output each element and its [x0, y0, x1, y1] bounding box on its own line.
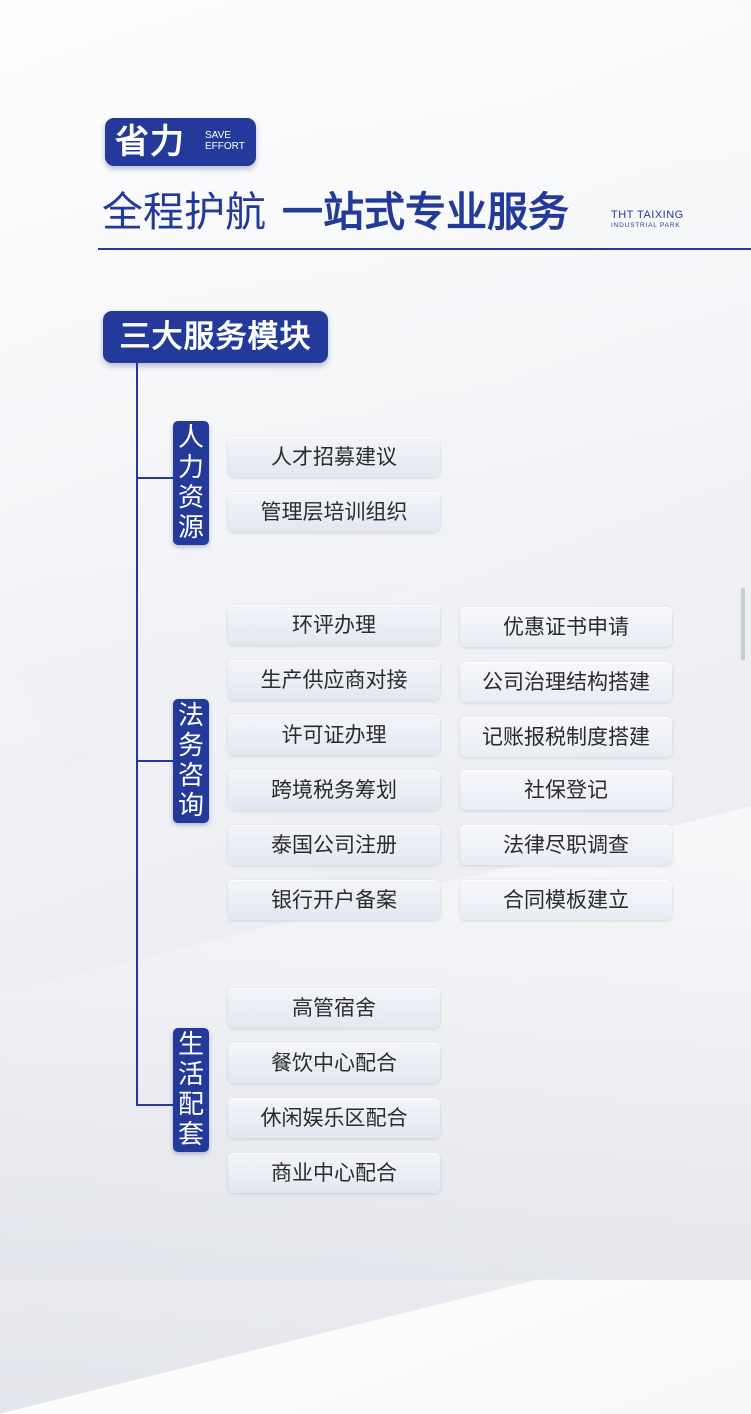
tree-branch-line — [136, 1104, 174, 1106]
park-subname: INDUSTRIAL PARK — [611, 222, 681, 229]
tree-trunk-line — [136, 362, 138, 1106]
park-logo-text: THT TAIXING INDUSTRIAL PARK — [611, 210, 721, 230]
service-item: 优惠证书申请 — [460, 607, 672, 647]
service-item: 商业中心配合 — [228, 1153, 440, 1193]
header-divider — [98, 248, 751, 250]
service-item: 社保登记 — [460, 770, 672, 810]
background-shape — [0, 0, 751, 771]
headline-part2: 一站式专业服务 — [282, 188, 569, 236]
category-living: 生活配套 — [173, 1028, 209, 1152]
service-item: 法律尽职调查 — [460, 825, 672, 865]
service-item: 人才招募建议 — [228, 437, 440, 477]
scrollbar[interactable] — [741, 588, 745, 660]
badge-subtitle-line2: EFFORT — [205, 141, 245, 152]
service-item: 记账报税制度搭建 — [460, 717, 672, 757]
category-hr: 人力资源 — [173, 421, 209, 545]
category-label: 人力资源 — [177, 423, 204, 543]
category-label: 生活配套 — [177, 1030, 204, 1150]
service-item: 餐饮中心配合 — [228, 1043, 440, 1083]
service-item: 管理层培训组织 — [228, 492, 440, 532]
service-item: 环评办理 — [228, 605, 440, 645]
tree-branch-line — [136, 760, 174, 762]
service-item: 银行开户备案 — [228, 880, 440, 920]
badge-subtitle-line1: SAVE — [205, 130, 231, 141]
modules-title: 三大服务模块 — [103, 311, 328, 363]
service-item: 跨境税务筹划 — [228, 770, 440, 810]
service-item: 生产供应商对接 — [228, 660, 440, 700]
service-item: 高管宿舍 — [228, 988, 440, 1028]
badge-title: 省力 — [115, 122, 185, 162]
service-item: 泰国公司注册 — [228, 825, 440, 865]
tree-branch-line — [136, 477, 174, 479]
page-headline: 全程护航一站式专业服务 — [102, 185, 569, 239]
category-label: 法务咨询 — [177, 701, 204, 821]
park-name: THT TAIXING — [611, 209, 684, 221]
save-effort-badge: 省力 SAVE EFFORT — [105, 118, 256, 166]
category-legal: 法务咨询 — [173, 699, 209, 823]
badge-subtitle: SAVE EFFORT — [205, 130, 257, 152]
headline-part1: 全程护航 — [102, 188, 266, 236]
service-item: 休闲娱乐区配合 — [228, 1098, 440, 1138]
service-item: 公司治理结构搭建 — [460, 662, 672, 702]
service-item: 许可证办理 — [228, 715, 440, 755]
service-item: 合同模板建立 — [460, 880, 672, 920]
